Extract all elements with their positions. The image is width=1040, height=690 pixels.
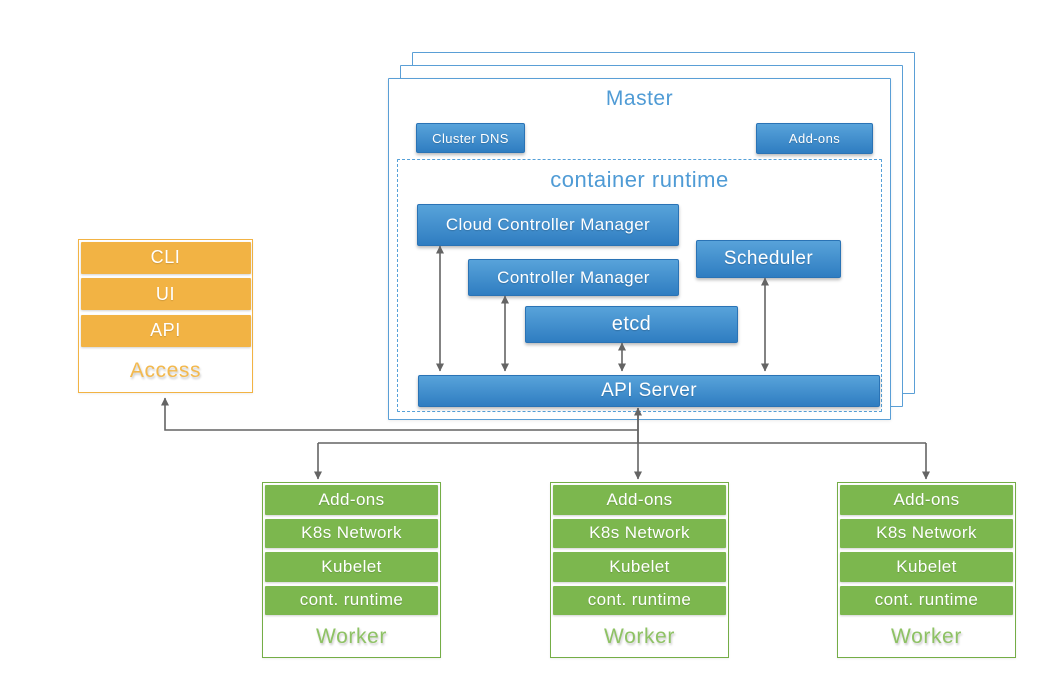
worker-node-2: Add-ons K8s Network Kubelet cont. runtim… <box>550 482 729 658</box>
access-stack: CLI UI API Access <box>78 239 253 393</box>
access-row-ui: UI <box>80 278 251 310</box>
container-runtime-box: container runtime Cloud Controller Manag… <box>397 159 882 412</box>
container-runtime-title: container runtime <box>550 167 729 192</box>
worker3-k8s-network-row: K8s Network <box>840 518 1013 548</box>
access-row-api: API <box>80 314 251 347</box>
worker2-addons-row: Add-ons <box>553 485 726 515</box>
access-row-cli: CLI <box>80 241 251 274</box>
worker3-cont-runtime-row: cont. runtime <box>840 585 1013 615</box>
worker3-addons-row: Add-ons <box>840 485 1013 515</box>
worker2-label: Worker <box>604 625 675 648</box>
worker1-cont-runtime-row: cont. runtime <box>265 585 438 615</box>
access-label: Access <box>129 358 202 382</box>
worker-node-1: Add-ons K8s Network Kubelet cont. runtim… <box>262 482 441 658</box>
worker1-addons-row: Add-ons <box>265 485 438 515</box>
controller-manager-box: Controller Manager <box>468 259 679 296</box>
worker2-cont-runtime-row: cont. runtime <box>553 585 726 615</box>
worker1-kubelet-row: Kubelet <box>265 552 438 582</box>
etcd-box: etcd <box>525 306 738 343</box>
worker2-k8s-network-row: K8s Network <box>553 518 726 548</box>
worker1-k8s-network-row: K8s Network <box>265 518 438 548</box>
master-title: Master <box>605 87 674 110</box>
master-node-box: Master Cluster DNS Add-ons container run… <box>388 78 891 420</box>
worker-node-3: Add-ons K8s Network Kubelet cont. runtim… <box>837 482 1016 658</box>
api-server-box: API Server <box>418 375 880 407</box>
cluster-dns-box: Cluster DNS <box>416 123 525 153</box>
worker3-kubelet-row: Kubelet <box>840 552 1013 582</box>
worker3-label: Worker <box>891 625 962 648</box>
scheduler-box: Scheduler <box>696 240 841 278</box>
cloud-controller-manager-box: Cloud Controller Manager <box>417 204 679 246</box>
worker2-kubelet-row: Kubelet <box>553 552 726 582</box>
master-addons-box: Add-ons <box>756 123 873 154</box>
worker1-label: Worker <box>316 625 387 648</box>
